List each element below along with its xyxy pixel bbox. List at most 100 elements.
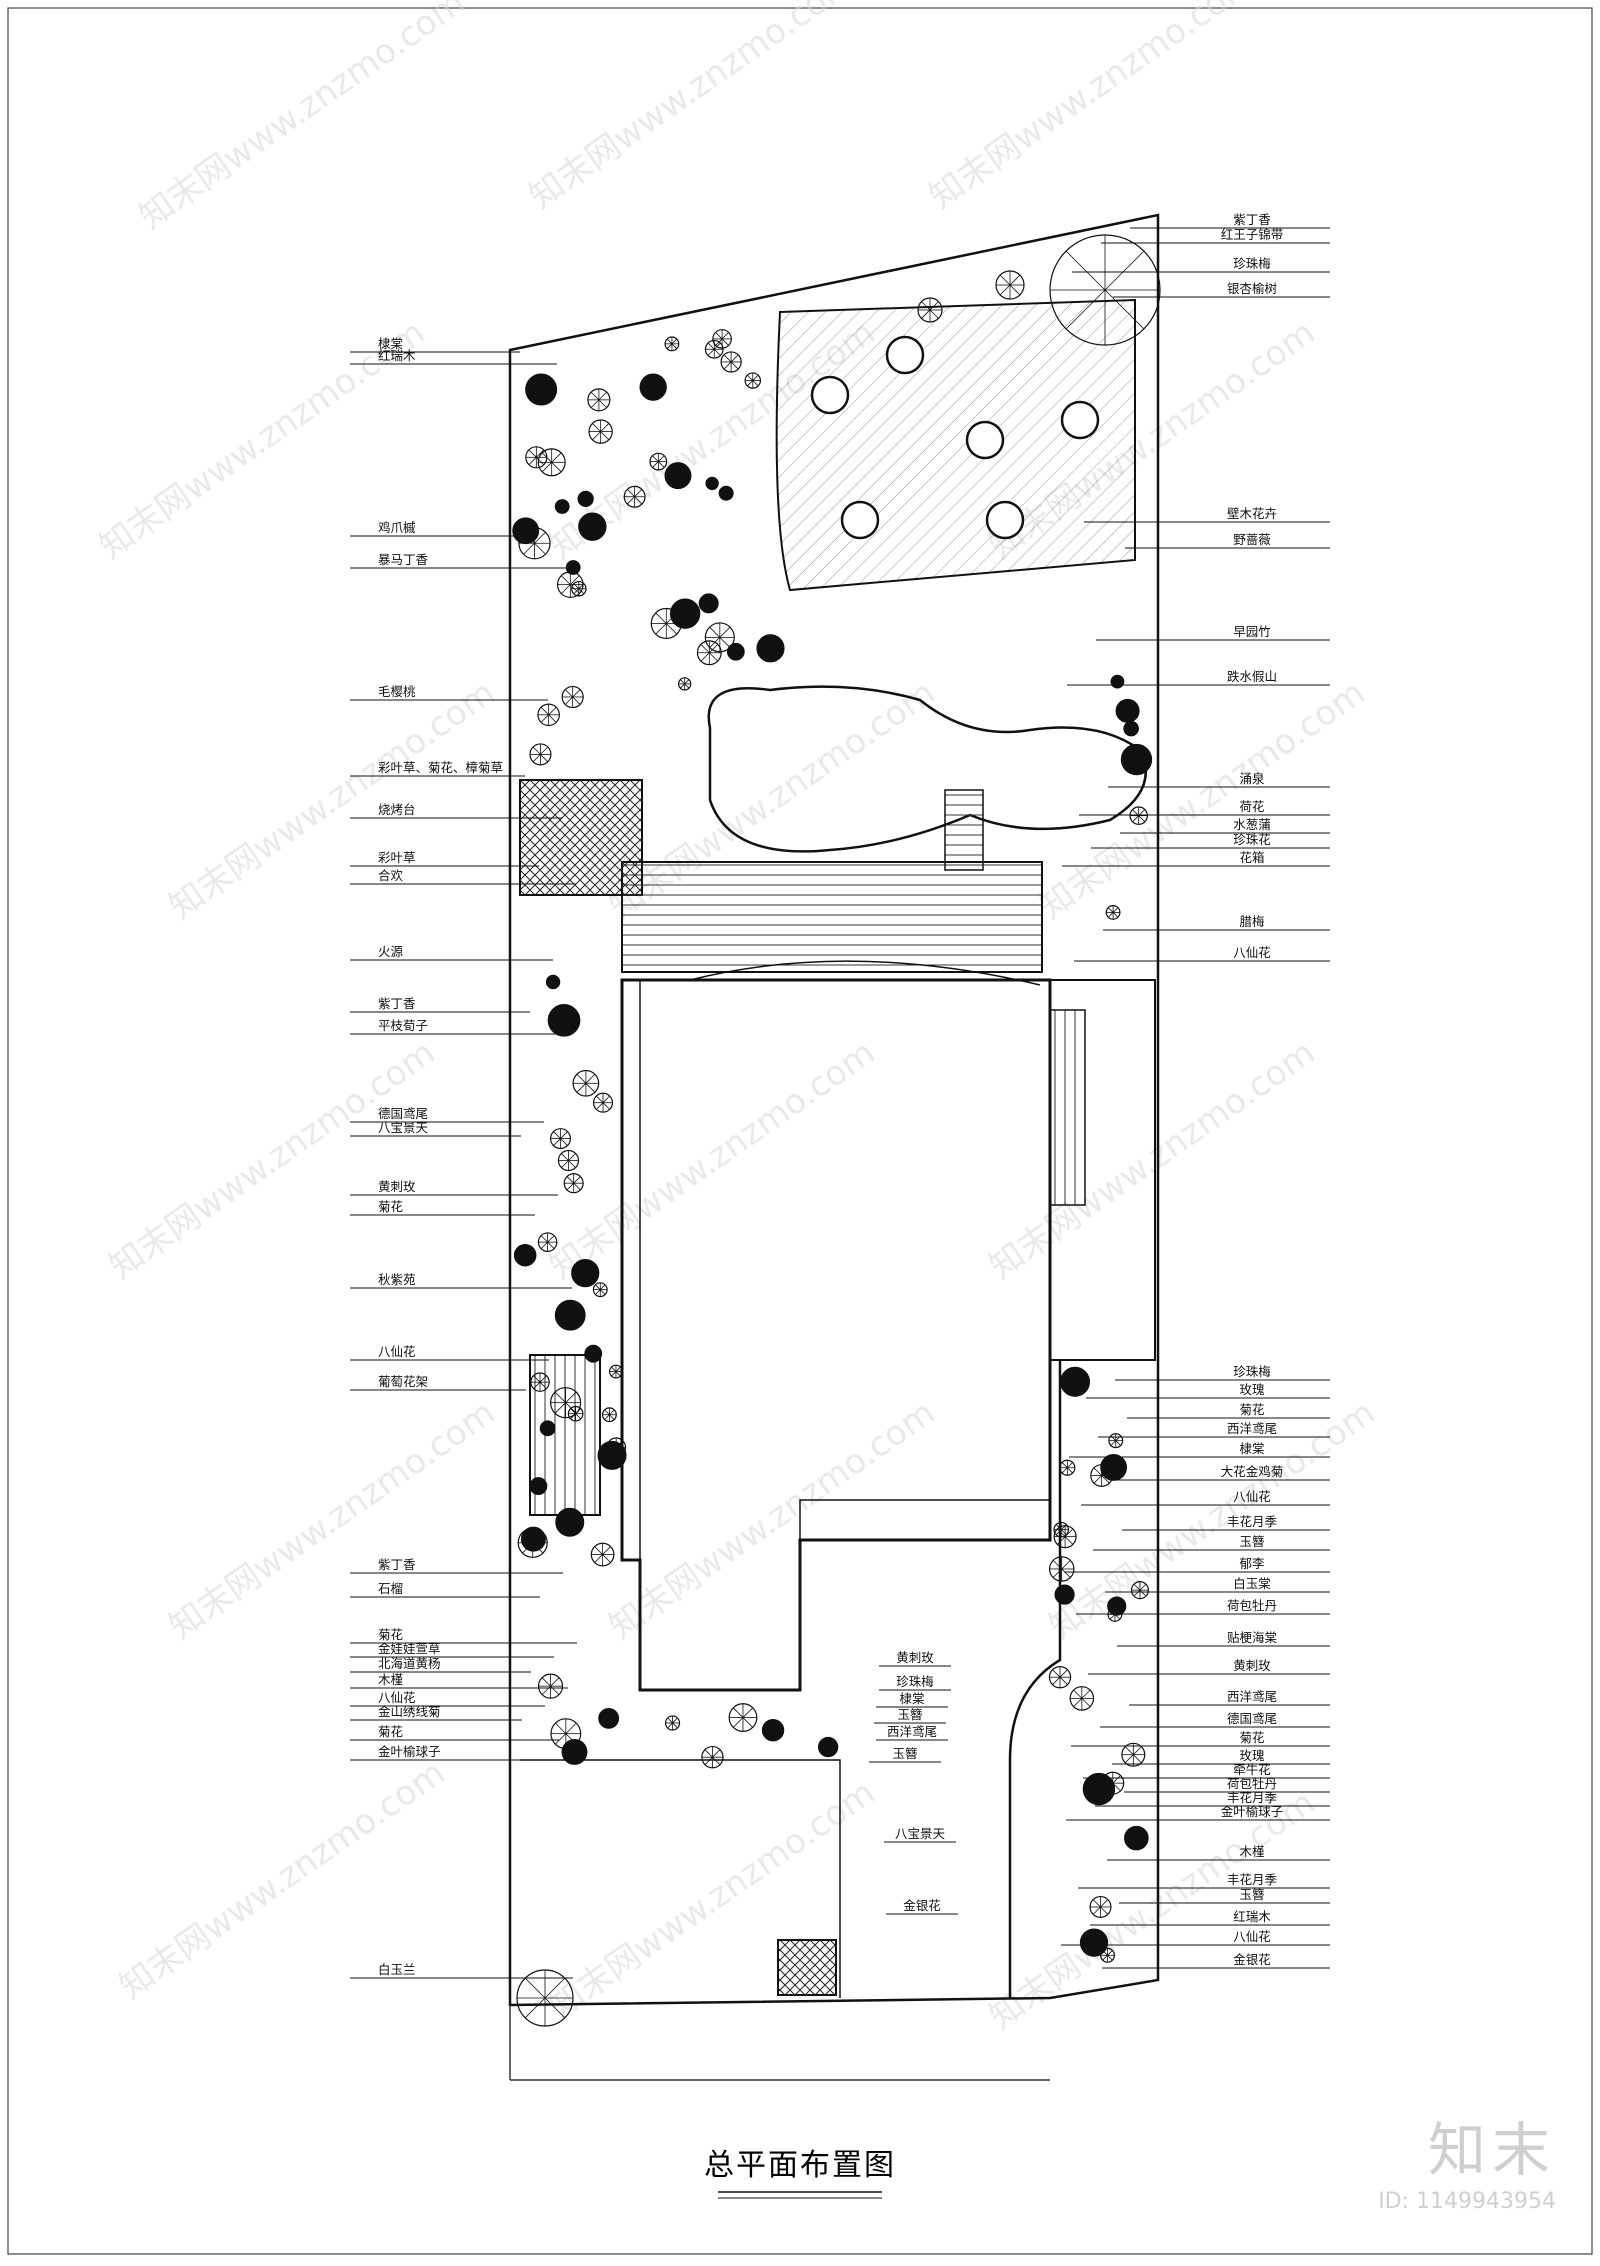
plant-label-right: 玫瑰 bbox=[1239, 1382, 1265, 1397]
plant-symbol bbox=[1049, 234, 1161, 346]
plant-symbol bbox=[995, 270, 1025, 300]
plant-label-center: 黄刺玫 bbox=[896, 1650, 934, 1665]
plant-symbol bbox=[578, 512, 607, 541]
plant-symbol bbox=[728, 1703, 758, 1733]
south-lawn-edge bbox=[520, 1759, 841, 1998]
plant-symbol bbox=[537, 1232, 558, 1252]
plant-label-center: 棣棠 bbox=[899, 1691, 925, 1706]
watermark-text: 知末网www.znzmo.com bbox=[922, 0, 1262, 217]
plant-label-right: 荷花 bbox=[1239, 799, 1264, 814]
vegetation-layer bbox=[512, 234, 1161, 2027]
plant-symbol bbox=[649, 452, 668, 471]
drawing-title: 总平面布置图 bbox=[704, 2148, 896, 2183]
plant-symbol bbox=[537, 703, 560, 727]
plant-label-center: 金银花 bbox=[903, 1898, 941, 1913]
plant-symbol bbox=[639, 373, 667, 401]
plant-symbol bbox=[1082, 1772, 1116, 1806]
plant-symbol bbox=[588, 419, 613, 444]
plant-symbol bbox=[718, 485, 734, 501]
plant-label-right: 野蔷薇 bbox=[1233, 532, 1271, 547]
brand-logo: 知末 bbox=[1427, 2116, 1556, 2184]
plant-label-left: 菊花 bbox=[378, 1199, 403, 1214]
watermark-text: 知末网www.znzmo.com bbox=[1042, 1393, 1382, 1648]
plant-symbol bbox=[726, 642, 745, 661]
plant-symbol bbox=[530, 1372, 550, 1392]
plant-label-right: 腊梅 bbox=[1239, 914, 1264, 929]
plant-symbol bbox=[608, 1364, 623, 1379]
plant-label-right: 玉簪 bbox=[1239, 1534, 1265, 1549]
plant-symbol bbox=[556, 571, 584, 598]
plant-label-right: 珍珠梅 bbox=[1233, 1364, 1271, 1379]
plant-label-right: 西洋鸢尾 bbox=[1227, 1421, 1277, 1436]
plant-symbol bbox=[539, 1420, 556, 1437]
plant-symbol bbox=[704, 622, 735, 653]
plant-label-center: 西洋鸢尾 bbox=[887, 1724, 937, 1739]
plant-symbol bbox=[1123, 720, 1139, 737]
plant-symbol bbox=[720, 351, 742, 373]
plant-symbol bbox=[917, 297, 943, 323]
site-boundary bbox=[508, 213, 1160, 2007]
plant-symbol bbox=[705, 476, 719, 491]
plant-symbol bbox=[664, 336, 680, 352]
plant-label-left: 八仙花 bbox=[378, 1344, 416, 1359]
plant-label-right: 珍珠花 bbox=[1233, 832, 1271, 847]
plant-symbol bbox=[756, 634, 785, 663]
plant-symbol bbox=[704, 339, 724, 359]
plant-symbol bbox=[1130, 1581, 1150, 1600]
plant-symbol bbox=[598, 1707, 620, 1729]
plant-label-right: 丰花月季 bbox=[1227, 1872, 1278, 1887]
plant-label-right: 玉簪 bbox=[1239, 1887, 1265, 1902]
plant-symbol bbox=[601, 1407, 617, 1423]
plant-symbol bbox=[512, 517, 540, 545]
plant-label-left: 黄刺玫 bbox=[378, 1179, 416, 1194]
plant-label-left: 八仙花 bbox=[378, 1690, 416, 1705]
watermark-text: 知末网www.znzmo.com bbox=[522, 0, 862, 217]
plant-symbol bbox=[529, 743, 552, 766]
plant-label-right: 金银花 bbox=[1233, 1952, 1271, 1967]
plant-symbol bbox=[554, 1299, 586, 1331]
plant-label-right: 黄刺玫 bbox=[1233, 1658, 1271, 1673]
stepping-stone bbox=[965, 420, 1005, 460]
plant-label-right: 郁李 bbox=[1239, 1556, 1265, 1571]
plant-symbol bbox=[1124, 1825, 1149, 1851]
plant-symbol bbox=[606, 1437, 627, 1458]
plant-label-left: 红瑞木 bbox=[378, 348, 416, 363]
plant-symbol bbox=[587, 388, 611, 412]
plant-symbol bbox=[1069, 1686, 1095, 1711]
plant-symbol bbox=[1060, 1366, 1091, 1397]
watermark-text: 知末网www.znzmo.com bbox=[542, 1033, 882, 1288]
plant-symbol bbox=[529, 1477, 548, 1495]
plant-label-left: 彩叶草 bbox=[378, 850, 416, 865]
plant-symbol bbox=[664, 462, 692, 490]
plant-label-left: 木槿 bbox=[378, 1672, 403, 1687]
plant-label-right: 银杏榆树 bbox=[1227, 281, 1277, 296]
plant-symbol bbox=[664, 1715, 681, 1731]
plant-label-left: 暴马丁香 bbox=[378, 552, 429, 567]
plant-symbol bbox=[554, 499, 570, 514]
plant-symbol bbox=[516, 1969, 574, 2027]
plant-symbol bbox=[557, 1149, 580, 1172]
plant-symbol bbox=[669, 598, 701, 629]
plant-label-center: 玉簪 bbox=[897, 1707, 923, 1722]
plant-symbol bbox=[696, 640, 722, 666]
plant-label-left: 秋紫苑 bbox=[378, 1272, 416, 1287]
plant-label-left: 北海道黄杨 bbox=[378, 1656, 441, 1671]
watermark-brand: 知末 ID: 1149943954 bbox=[1378, 2121, 1556, 2214]
plant-symbol bbox=[561, 1738, 588, 1765]
stepping-stone bbox=[985, 500, 1025, 540]
plant-symbol bbox=[650, 607, 682, 640]
plant-symbol bbox=[817, 1736, 839, 1758]
plant-symbol bbox=[744, 372, 762, 389]
watermark-text: 知末网www.znzmo.com bbox=[162, 1393, 502, 1648]
plant-label-left: 金娃娃萱草 bbox=[378, 1641, 441, 1656]
plant-symbol bbox=[1059, 1459, 1076, 1476]
eave-curve bbox=[689, 960, 1041, 986]
plant-label-left: 德国鸢尾 bbox=[378, 1106, 428, 1121]
plant-symbol bbox=[513, 1243, 537, 1267]
plant-label-right: 贴梗海棠 bbox=[1227, 1630, 1278, 1645]
plant-symbol bbox=[1108, 1433, 1124, 1449]
plant-label-left: 金叶榆球子 bbox=[378, 1744, 441, 1759]
